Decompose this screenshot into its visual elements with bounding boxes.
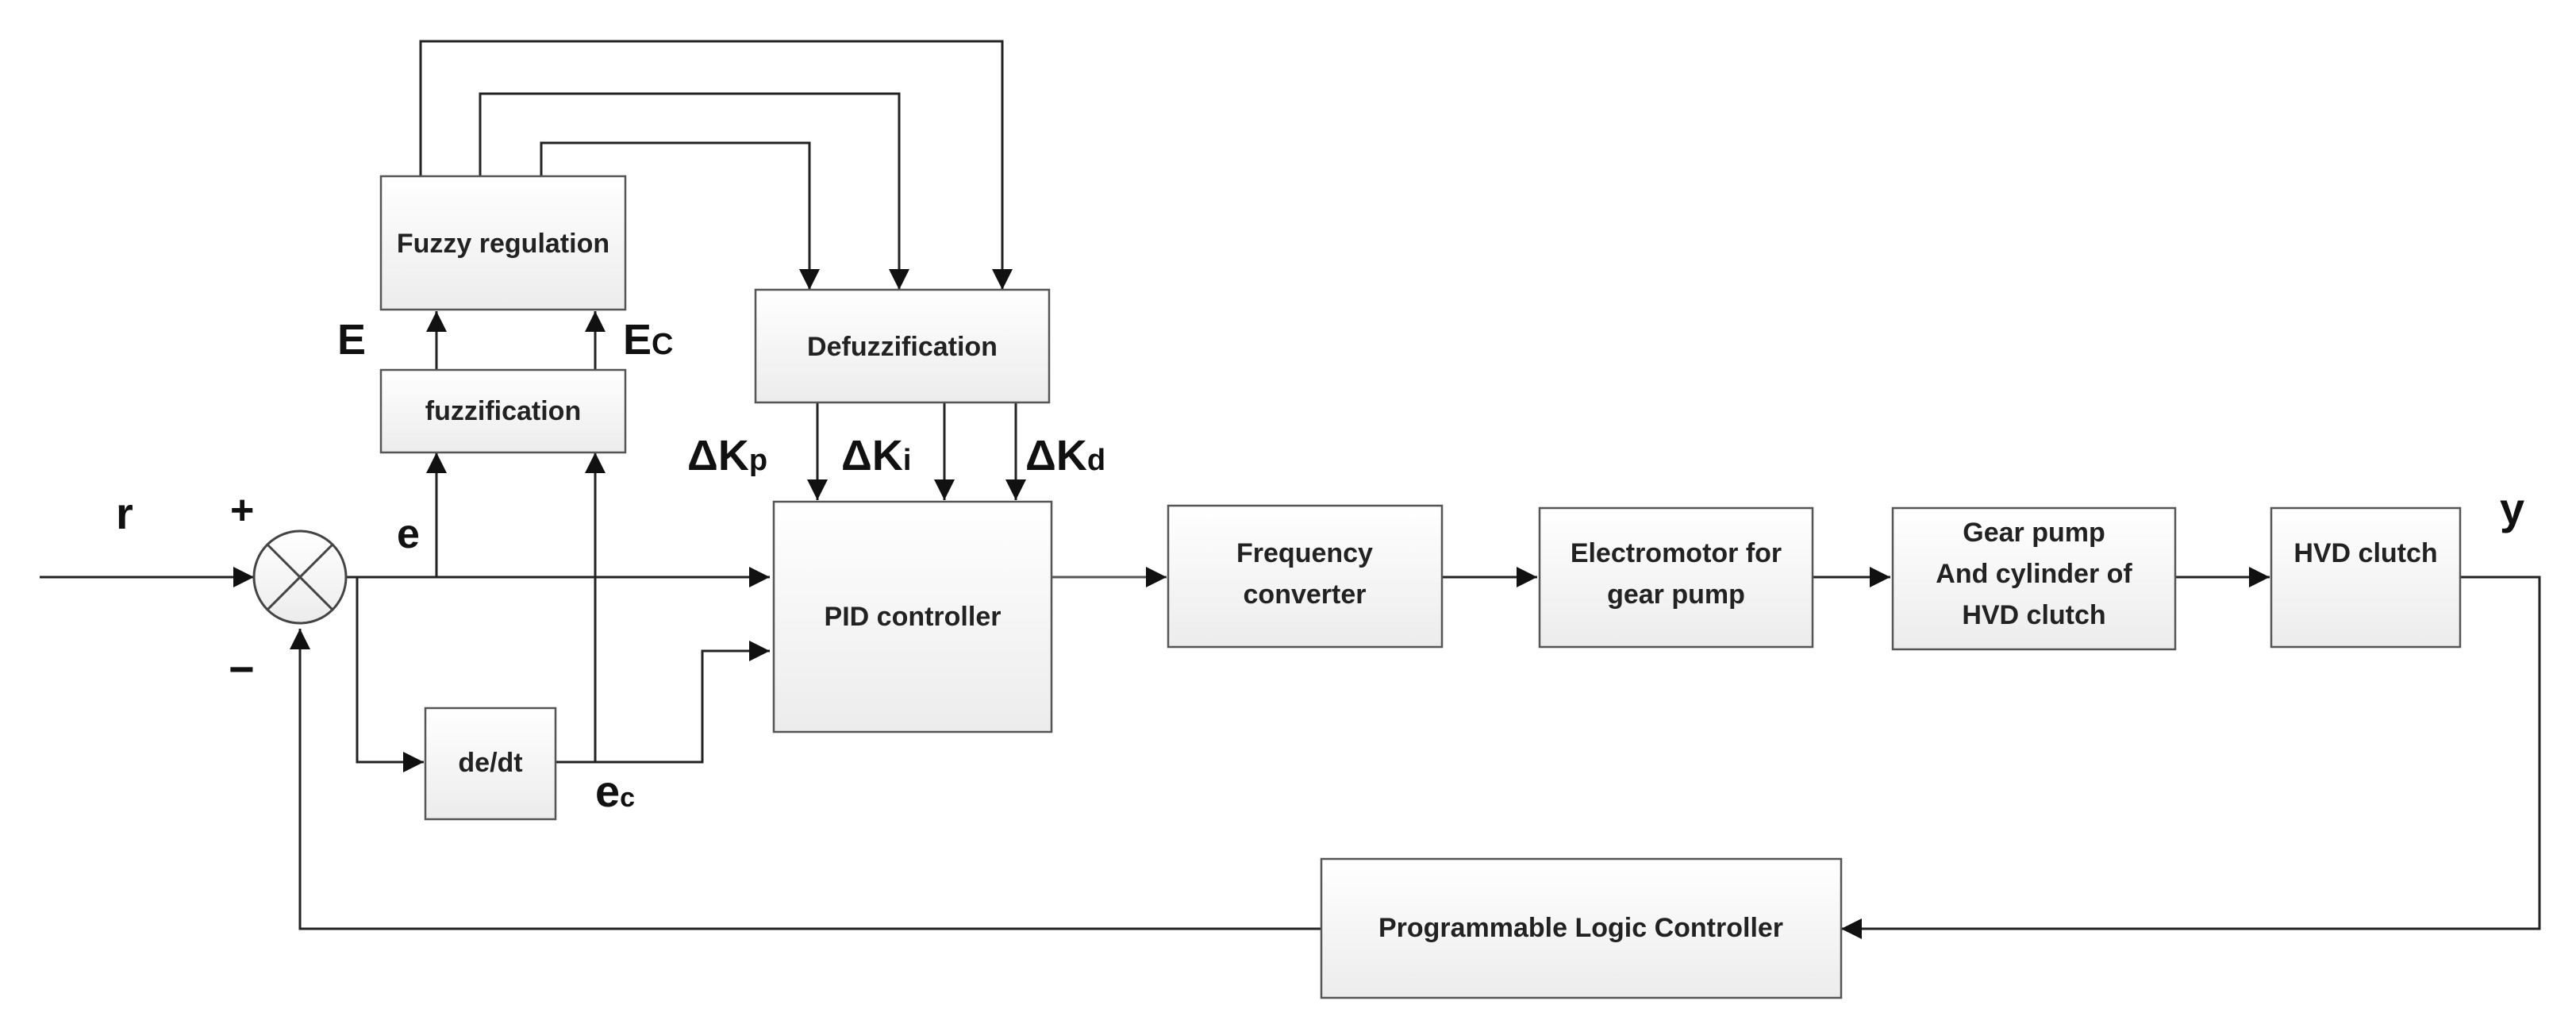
- plc-label: Programmable Logic Controller: [1378, 913, 1783, 943]
- signal-labels: r y + − e ec E EC ΔKp ΔKi ΔKd: [116, 316, 2524, 816]
- block-fuzzy-regulation: Fuzzy regulation: [379, 175, 627, 311]
- frequency-converter-line-2: converter: [1244, 579, 1367, 610]
- gear-pump-line-1: Gear pump: [1963, 518, 2105, 548]
- signal-r: r: [116, 488, 133, 538]
- wire-fuzzy-to-defuzz-middle: [479, 92, 909, 290]
- sign-minus: −: [229, 644, 255, 694]
- summing-junction: [252, 529, 348, 625]
- wire-ec-to-pid: [556, 641, 770, 764]
- wire-feedback-to-plc: [1841, 576, 2541, 939]
- block-plc: Programmable Logic Controller: [1320, 857, 1843, 999]
- electromotor-line-2: gear pump: [1607, 579, 1745, 610]
- hvd-clutch-label: HVD clutch: [2293, 538, 2437, 568]
- block-electromotor: Electromotor for gear pump: [1538, 506, 1814, 649]
- signal-ec: ec: [595, 766, 635, 816]
- signal-y: y: [2500, 483, 2524, 533]
- gear-pump-line-3: HVD clutch: [1962, 600, 2105, 630]
- fuzzy-regulation-label: Fuzzy regulation: [397, 229, 609, 259]
- wire-plc-to-junction: [290, 629, 1321, 930]
- block-pid-controller: PID controller: [772, 500, 1053, 733]
- wire-fuzzy-to-defuzz-inner: [540, 141, 820, 290]
- signal-E: E: [337, 316, 366, 364]
- defuzzification-label: Defuzzification: [807, 332, 998, 362]
- signal-delta-kp: ΔKp: [687, 432, 767, 479]
- signal-delta-ki: ΔKi: [841, 432, 911, 479]
- signal-delta-kd: ΔKd: [1025, 432, 1105, 479]
- signal-e: e: [397, 511, 420, 557]
- block-hvd-clutch: HVD clutch: [2270, 506, 2462, 649]
- fuzzification-label: fuzzification: [425, 396, 581, 426]
- block-defuzzification: Defuzzification: [754, 288, 1051, 404]
- wire-fuzzy-to-defuzz-outer: [419, 40, 1013, 290]
- frequency-converter-line-1: Frequency: [1236, 538, 1373, 568]
- sign-plus: +: [230, 487, 254, 533]
- pid-controller-label: PID controller: [825, 602, 1002, 632]
- gear-pump-line-2: And cylinder of: [1936, 559, 2132, 589]
- wire-e-to-dedt: [356, 577, 424, 772]
- block-fuzzification: fuzzification: [379, 368, 627, 454]
- de-dt-label: de/dt: [458, 748, 522, 778]
- electromotor-line-1: Electromotor for: [1571, 538, 1782, 568]
- block-de-dt: de/dt: [424, 707, 557, 821]
- block-frequency-converter: Frequency converter: [1167, 504, 1444, 649]
- signal-Ec: EC: [623, 316, 673, 364]
- block-gear-pump: Gear pump And cylinder of HVD clutch: [1891, 506, 2177, 651]
- connections: [40, 40, 2541, 939]
